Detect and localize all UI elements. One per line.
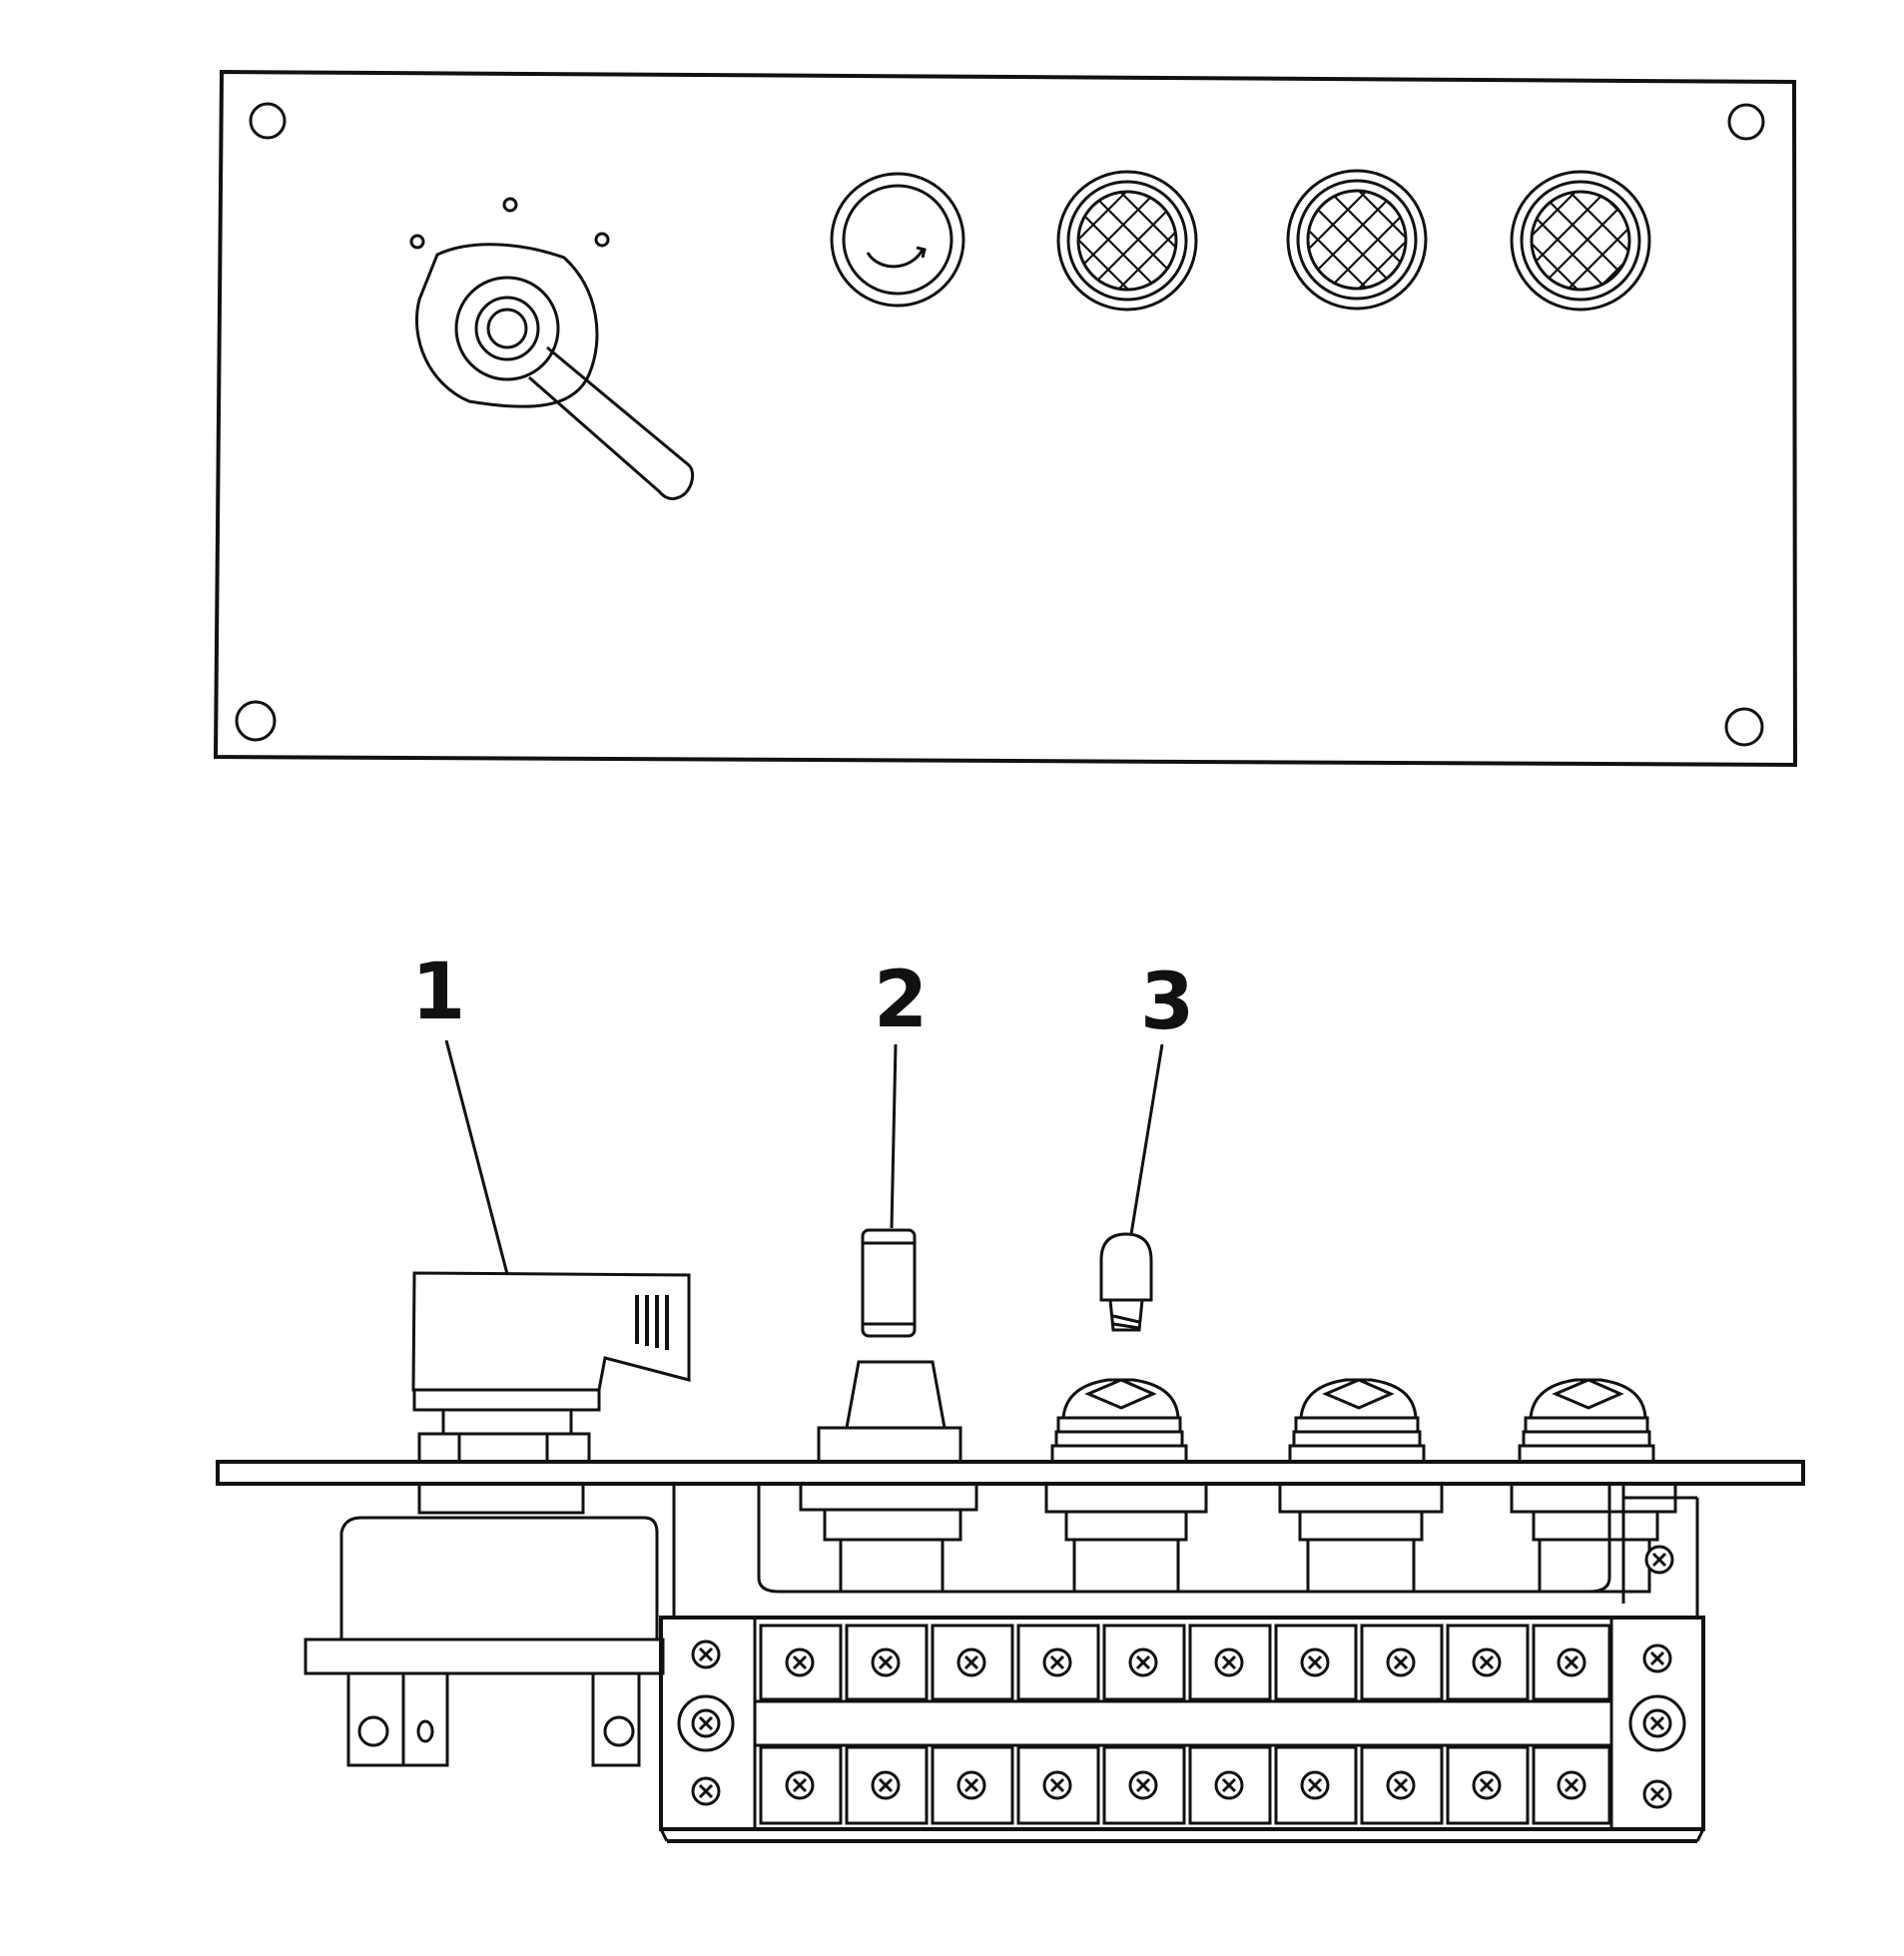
pilot-light-side	[799, 1228, 978, 1594]
terminal-row-upper	[759, 1624, 1611, 1701]
mounting-hole-bottom-left	[235, 700, 277, 742]
mounting-bracket	[672, 1484, 1699, 1618]
pilot-light-front	[830, 172, 965, 308]
position-dot-left	[409, 234, 425, 250]
knob-grip-lines	[635, 1295, 669, 1350]
switch-hub-center	[486, 308, 528, 349]
indicator-lamp-front-1	[1056, 170, 1198, 312]
terminal-row-lower	[759, 1745, 1611, 1825]
leader-line-3	[1129, 1043, 1164, 1235]
switch-hub-outer	[454, 276, 560, 381]
indicator-lamp-front-2	[1286, 169, 1428, 311]
switch-housing	[339, 1516, 659, 1641]
selector-switch-front	[409, 197, 695, 501]
pilot-bulb	[861, 1228, 917, 1338]
mounting-hole-bottom-right	[1724, 707, 1764, 747]
leader-line-2	[890, 1043, 898, 1229]
switch-escutcheon	[414, 243, 599, 408]
leader-line-1	[444, 1039, 509, 1275]
side-view	[216, 1228, 1805, 1843]
indicator-lamp-side-1	[1044, 1378, 1208, 1594]
switch-terminals	[346, 1671, 641, 1767]
switch-hub-ring	[474, 296, 540, 361]
panel-outline	[213, 69, 1798, 768]
callout-2: 2	[874, 956, 928, 1045]
pilot-lens-housing	[845, 1360, 947, 1430]
terminal-block	[659, 1616, 1705, 1843]
front-panel	[213, 69, 1798, 768]
lamp-bulb	[1099, 1232, 1153, 1332]
position-dot-right	[594, 232, 610, 248]
callout-3: 3	[1140, 958, 1194, 1047]
callouts: 1 2 3	[411, 948, 1194, 1275]
callout-1: 1	[411, 948, 465, 1037]
mounting-hole-top-left	[249, 102, 287, 140]
indicator-lamp-side-2	[1278, 1378, 1444, 1594]
switch-handle	[528, 345, 695, 501]
indicator-lamp-front-3	[1510, 170, 1651, 312]
panel-plate-edge	[216, 1460, 1805, 1486]
position-dot-center	[502, 197, 518, 213]
mounting-hole-top-right	[1727, 103, 1765, 141]
selector-switch-side	[304, 1271, 691, 1767]
